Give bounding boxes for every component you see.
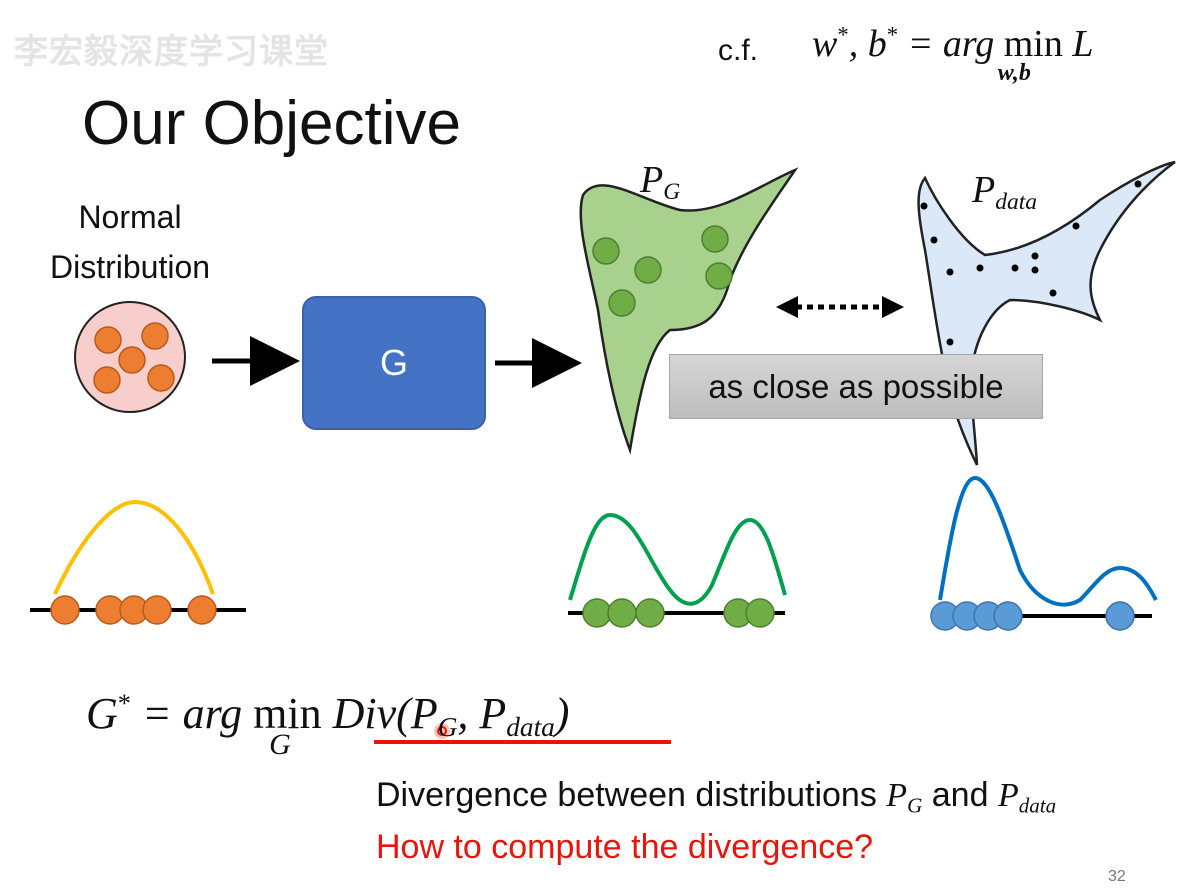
objective-p1: P	[410, 689, 438, 738]
pg-dot	[701, 225, 729, 253]
divergence-p1-sub: G	[907, 793, 923, 818]
slide-title: Our Objective	[82, 89, 462, 158]
pdata-dot	[930, 236, 938, 244]
pdata-label-p: P	[972, 169, 996, 211]
normal-distribution-circle	[74, 301, 186, 413]
objective-close: )	[554, 689, 570, 738]
cf-rhs: L	[1062, 23, 1094, 65]
objective-div: Div	[332, 689, 397, 738]
divergence-p2: P	[997, 777, 1019, 814]
pdata-dot	[946, 268, 954, 276]
normal-1d-plot	[30, 499, 246, 625]
pdata-density-curve	[938, 475, 1158, 607]
normal-sample-dot	[187, 595, 217, 625]
cf-star-w: *	[837, 22, 849, 48]
divergence-and: and	[922, 776, 998, 814]
cf-b: , b	[848, 23, 887, 65]
divergence-explanation: Divergence between distributions PG and …	[376, 776, 1056, 818]
normal-label-line2: Distribution	[49, 249, 211, 285]
watermark: 李宏毅深度学习课堂	[14, 32, 329, 72]
normal-label-line1: Normal	[78, 199, 182, 235]
objective-p2-sub: data	[506, 712, 555, 743]
cf-eq: = arg	[898, 23, 1004, 65]
objective-star: *	[117, 688, 131, 719]
pg-1d-plot	[568, 512, 787, 628]
pg-sample-dot	[607, 598, 637, 628]
pdata-dot	[976, 264, 984, 272]
sample-dot	[94, 326, 122, 354]
pdata-dot	[1134, 180, 1142, 188]
pg-density-curve	[568, 512, 787, 606]
objective-p2: P	[479, 689, 507, 738]
divergence-p2-sub: data	[1018, 793, 1057, 818]
pdata-sample-dot	[993, 601, 1023, 631]
objective-p1-sub: G	[437, 712, 458, 743]
normal-distribution-label: Normal Distribution	[30, 192, 230, 292]
pg-sample-dot	[745, 598, 775, 628]
pdata-dot	[1072, 222, 1080, 230]
normal-sample-dot	[50, 595, 80, 625]
pdata-dot	[946, 338, 954, 346]
sample-dot	[141, 322, 169, 350]
normal-density-curve	[53, 499, 215, 595]
sample-dot	[147, 364, 175, 392]
pg-sample-dot	[635, 598, 665, 628]
sample-dot	[93, 366, 121, 394]
cf-min-sub: w,b	[997, 60, 1031, 86]
pdata-label: Pdata	[972, 168, 1037, 216]
objective-min: min	[253, 689, 322, 738]
pdata-dot	[1011, 264, 1019, 272]
pdata-dot	[920, 202, 928, 210]
divergence-prefix: Divergence between distributions	[376, 776, 887, 814]
objective-g: G	[86, 689, 118, 738]
divergence-p1: P	[886, 777, 908, 814]
objective-open: (	[396, 689, 411, 738]
pdata-sample-dot	[1105, 601, 1135, 631]
normal-sample-dot	[142, 595, 172, 625]
pg-dot	[705, 262, 733, 290]
cf-star-b: *	[886, 22, 899, 48]
sample-dot	[118, 346, 146, 374]
page-number: 32	[1108, 868, 1126, 885]
generator-box: G	[302, 296, 486, 430]
pdata-label-sub: data	[995, 189, 1038, 216]
cf-min: min	[1003, 23, 1063, 65]
objective-comma: ,	[457, 689, 480, 738]
pdata-dot	[1031, 252, 1039, 260]
pdata-dot	[1031, 266, 1039, 274]
as-close-as-possible-box: as close as possible	[669, 354, 1043, 419]
pg-label-p: P	[640, 159, 664, 201]
pdata-dot	[1049, 289, 1057, 297]
objective-min-sub: G	[269, 728, 291, 761]
cf-lhs: w	[812, 23, 838, 65]
pdata-distribution-shape	[917, 160, 1176, 466]
dotted-double-arrow	[776, 296, 904, 318]
pg-label-sub: G	[663, 179, 681, 206]
cf-label: c.f.	[718, 34, 759, 67]
pg-dot	[634, 256, 662, 284]
pg-dot	[608, 289, 636, 317]
divergence-question: How to compute the divergence?	[376, 828, 874, 866]
pg-label: PG	[640, 158, 680, 206]
pg-dot	[592, 237, 620, 265]
pg-distribution-shape	[579, 167, 799, 455]
pdata-1d-plot	[930, 475, 1158, 631]
cursor-pointer-icon	[434, 723, 450, 739]
pg-sample-dot	[582, 598, 612, 628]
objective-eq: = arg	[130, 689, 254, 738]
